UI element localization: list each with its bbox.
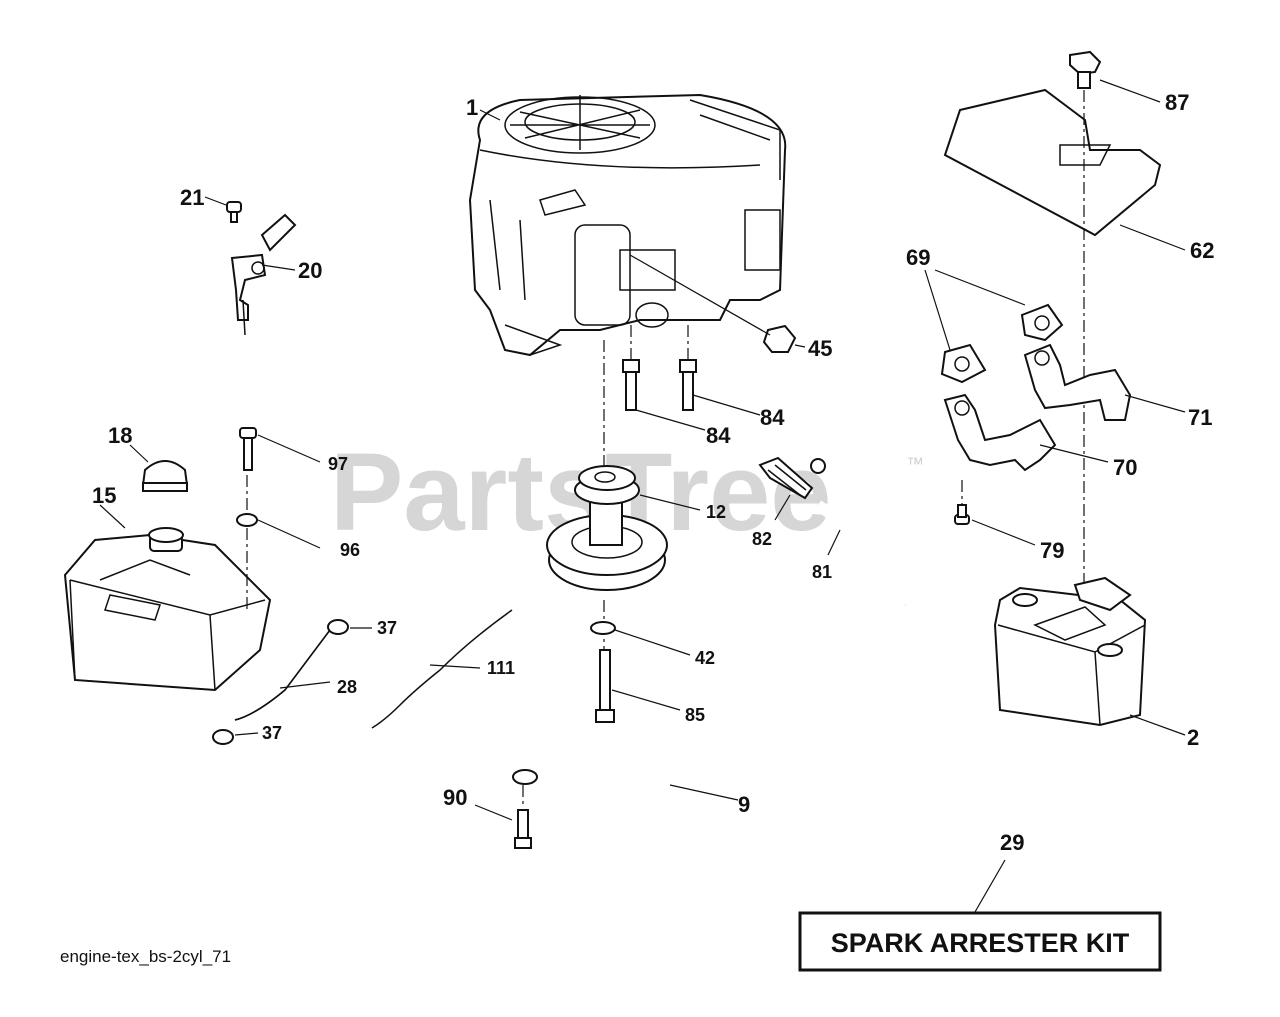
washer-42-part[interactable] (590, 621, 616, 635)
heat-shield-62-part[interactable] (943, 88, 1162, 237)
clamp-37a-part[interactable] (327, 619, 349, 635)
fuel-cap-18-part[interactable] (141, 460, 189, 492)
bolt-85-part[interactable] (595, 649, 615, 723)
screw-21-part[interactable] (226, 201, 242, 223)
callout-96: 96 (340, 540, 360, 560)
bolt-84b-part[interactable] (679, 359, 697, 411)
exhaust-pipe-71-part[interactable] (1023, 343, 1132, 421)
callout-18: 18 (108, 423, 132, 448)
muffler-2-part[interactable] (993, 576, 1147, 727)
fuel-line-28-part[interactable] (234, 629, 331, 721)
callout-9: 9 (738, 792, 750, 817)
spark-arrester-kit-box[interactable] (798, 911, 1162, 972)
fuel-tank-15-part[interactable] (63, 527, 272, 692)
callout-111: 111 (487, 658, 515, 678)
callout-37a: 37 (377, 618, 397, 638)
callout-1: 1 (466, 95, 478, 120)
bolt-97-part[interactable] (239, 427, 257, 471)
callout-85: 85 (685, 705, 705, 725)
spark-arrester-kit-label: SPARK ARRESTER KIT (831, 928, 1130, 958)
callout-21: 21 (180, 185, 204, 210)
callout-69: 69 (906, 245, 930, 270)
pulley-12-part[interactable] (546, 465, 668, 591)
callout-15: 15 (92, 483, 116, 508)
callout-71: 71 (1188, 405, 1212, 430)
callout-12: 12 (706, 502, 726, 522)
fuel-filter-82-part[interactable] (758, 456, 826, 500)
callout-97: 97 (328, 454, 348, 474)
knob-87-part[interactable] (1069, 50, 1102, 89)
fuel-line-111-part[interactable] (371, 609, 513, 729)
callout-20: 20 (298, 258, 322, 283)
engine-part[interactable] (468, 93, 787, 357)
drawing-id: engine-tex_bs-2cyl_71 (60, 947, 231, 966)
bracket-9-part[interactable] (519, 760, 717, 866)
callout-70: 70 (1113, 455, 1137, 480)
exhaust-pipe-70-part[interactable] (943, 393, 1057, 472)
nut-45-part[interactable] (762, 324, 797, 353)
callout-87: 87 (1165, 90, 1189, 115)
callout-84b: 84 (760, 405, 785, 430)
callout-37b: 37 (262, 723, 282, 743)
callout-81: 81 (812, 562, 832, 582)
clamp-37b-part[interactable] (212, 729, 234, 745)
callout-62: 62 (1190, 238, 1214, 263)
callout-45: 45 (808, 336, 832, 361)
watermark-trademark: ™ (906, 454, 924, 474)
throttle-control-20-part[interactable] (230, 213, 297, 336)
bolt-90-part[interactable] (514, 809, 532, 849)
callout-28: 28 (337, 677, 357, 697)
callout-79: 79 (1040, 538, 1064, 563)
gasket-69a-part[interactable] (940, 343, 987, 384)
screw-79-part[interactable] (954, 504, 970, 525)
callout-29: 29 (1000, 830, 1024, 855)
washer-96-part[interactable] (236, 513, 258, 527)
callout-82: 82 (752, 529, 772, 549)
callout-2: 2 (1187, 725, 1199, 750)
callout-42: 42 (695, 648, 715, 668)
callout-84a: 84 (706, 423, 731, 448)
bolt-84a-part[interactable] (622, 359, 640, 411)
gasket-69b-part[interactable] (1020, 303, 1064, 342)
callout-90: 90 (443, 785, 467, 810)
